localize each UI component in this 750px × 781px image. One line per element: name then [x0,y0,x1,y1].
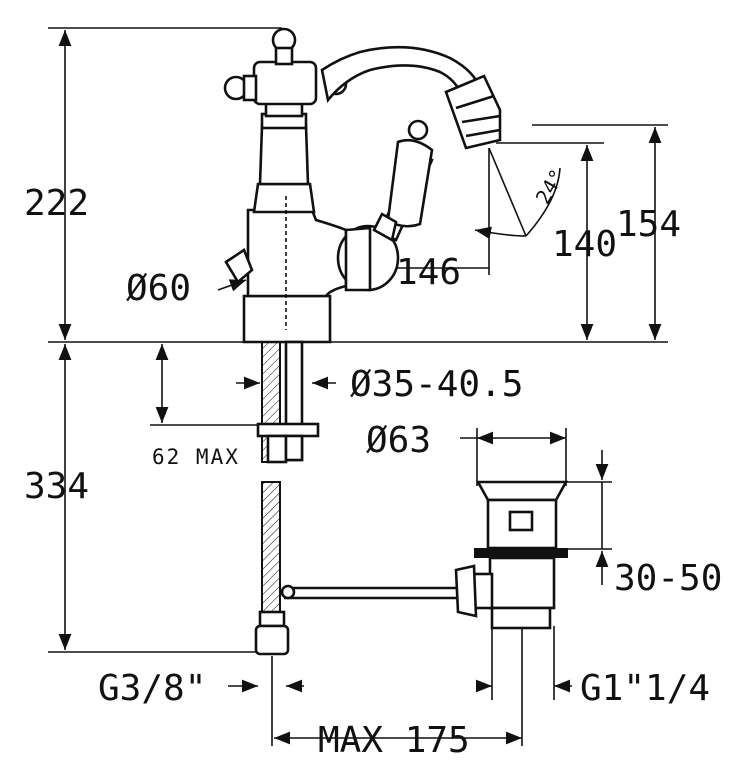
pop-up-rod [280,584,456,600]
rod-clamp [454,564,478,618]
dimension-154: 154 [616,127,681,340]
waste-cap [475,480,569,502]
mixer-tap [223,27,502,344]
label-62-max: 62 MAX [152,445,240,469]
label-334: 334 [24,466,89,507]
label-g3-8: G3/8" [98,668,206,709]
lever-handle [372,119,434,242]
spout-nozzle [444,74,502,150]
supply-hose [254,481,290,656]
label-diameter-60: Ø60 [126,268,191,309]
spout [320,45,502,150]
label-diameter-63: Ø63 [366,420,431,461]
supply-stem [256,340,320,464]
dimension-diameter-60: Ø60 [126,268,247,309]
label-30-50: 30-50 [614,558,722,599]
label-146: 146 [396,252,461,293]
dimension-diameter-35: Ø35-40.5 [236,364,523,405]
hose-connector [254,624,290,656]
label-154: 154 [616,204,681,245]
dimension-max-175: MAX 175 [271,626,523,761]
tap-collar [252,182,316,214]
dimension-diameter-63: Ø63 [366,420,567,486]
dimension-g1-1-4: G1"1/4 [476,626,710,709]
reference-lines [48,27,668,653]
dimension-140: 140 [552,145,617,340]
dimension-62-max: 62 MAX [152,344,240,469]
label-max-175: MAX 175 [318,720,470,761]
dimension-222: 222 [24,30,89,340]
waste-flange [474,548,568,558]
waste-fitting [454,480,569,630]
dimension-30-50: 30-50 [595,450,722,599]
side-knob [224,248,254,284]
label-24-degrees: 24° [531,165,570,208]
fixing-nut [256,422,320,438]
dimension-334: 334 [24,344,89,650]
label-222: 222 [24,183,89,224]
dimension-g3-8: G3/8" [98,668,304,709]
label-diameter-35-40: Ø35-40.5 [350,364,523,405]
label-140: 140 [552,224,617,265]
tap-base [242,294,332,344]
waste-plug [508,510,534,532]
label-g1-1-4: G1"1/4 [580,668,710,709]
tap-body [246,208,348,298]
